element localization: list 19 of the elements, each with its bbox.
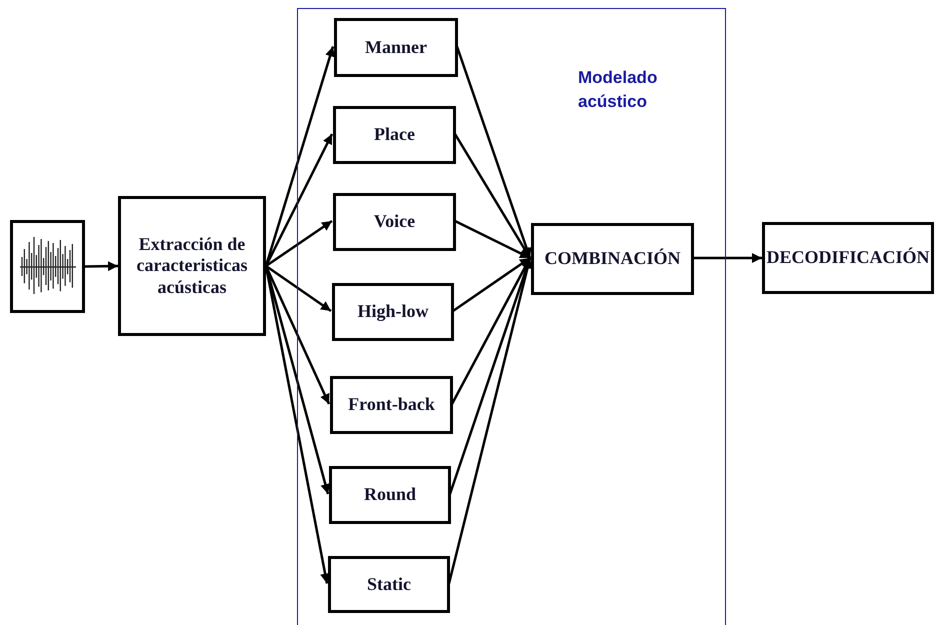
arrow <box>265 220 333 268</box>
arrow <box>693 253 762 263</box>
arrow <box>454 220 531 260</box>
process-box: Manner <box>334 18 458 77</box>
process-box: Place <box>333 106 456 164</box>
process-box: DECODIFICACIÓN <box>762 222 934 294</box>
group-label: Modelado acústico <box>578 67 658 113</box>
arrow <box>84 261 118 272</box>
process-box: COMBINACIÓN <box>531 223 694 295</box>
arrow <box>452 256 531 312</box>
process-box: Extracción de caracteristicas acústicas <box>118 196 266 336</box>
waveform-box <box>10 220 85 313</box>
process-box: High-low <box>332 283 454 341</box>
arrow <box>265 264 332 312</box>
process-box: Front-back <box>330 376 453 434</box>
group-frame <box>297 8 726 625</box>
process-box: Voice <box>333 193 456 251</box>
process-box: Static <box>328 556 450 613</box>
process-box: Round <box>329 466 451 524</box>
